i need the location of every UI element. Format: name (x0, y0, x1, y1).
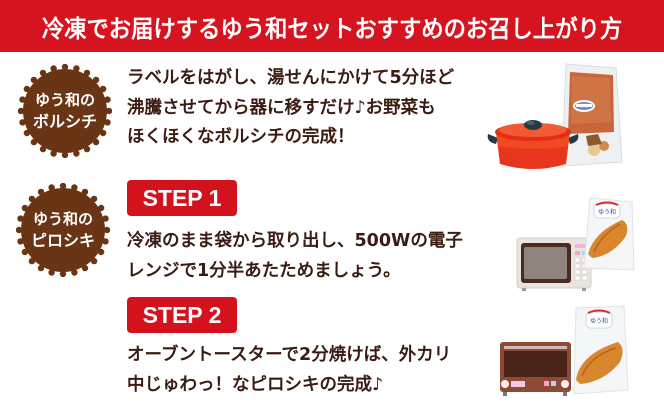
pirozhki-bag-icon: ゆう和 (583, 197, 635, 271)
pirozhki-bag-icon: ゆう和 (573, 305, 629, 395)
step-1-label: STEP 1 (127, 180, 237, 216)
scalloped-badge-icon (16, 183, 110, 277)
page-title: 冷凍でお届けするゆう和セットおすすめのお召し上がり方 (41, 14, 623, 43)
step-1-description: 冷凍のまま袋から取り出し、500Wの電子 レンジで1分半あたためましょう。 (127, 227, 463, 286)
description-line: ラベルをはがし、湯せんにかけて5分ほど (127, 68, 455, 88)
badge-line1: ゆう和の (34, 91, 95, 109)
microwave-icon (516, 237, 592, 291)
red-pot-icon (487, 120, 579, 169)
svg-text:ゆう和: ゆう和 (590, 317, 608, 325)
description-line: レンジで1分半あたためましょう。 (127, 260, 401, 281)
description-line: 冷凍のまま袋から取り出し、500Wの電子 (127, 231, 463, 251)
step-2-text: STEP 2 (142, 301, 222, 328)
step-2-description: オーブントースターで2分焼けば、外カリ 中じゅわっ！なピロシキの完成♪ (127, 341, 451, 400)
borscht-badge: ゆう和の ボルシチ (18, 64, 112, 158)
svg-text:ゆう和: ゆう和 (598, 208, 616, 216)
description-line: ほくほくなボルシチの完成！ (127, 127, 355, 147)
borscht-description: ラベルをはがし、湯せんにかけて5分ほど 沸騰させてから器に移すだけ♪お野菜も ほ… (127, 64, 454, 153)
header-banner: 冷凍でお届けするゆう和セットおすすめのお召し上がり方 (0, 0, 664, 52)
badge-line2: ピロシキ (30, 231, 95, 250)
step-2-label: STEP 2 (127, 297, 237, 333)
description-line: 沸騰させてから器に移すだけ♪お野菜も (127, 97, 436, 118)
badge-line1: ゆう和の (32, 210, 93, 228)
pirozhki-badge: ゆう和の ピロシキ (16, 183, 110, 277)
badge-line2: ボルシチ (32, 112, 97, 131)
step-1-text: STEP 1 (142, 184, 222, 211)
scalloped-badge-icon (18, 64, 112, 158)
description-line: オーブントースターで2分焼けば、外カリ (127, 345, 452, 365)
toaster-oven-icon (500, 342, 571, 396)
description-line: 中じゅわっ！なピロシキの完成♪ (127, 374, 384, 395)
